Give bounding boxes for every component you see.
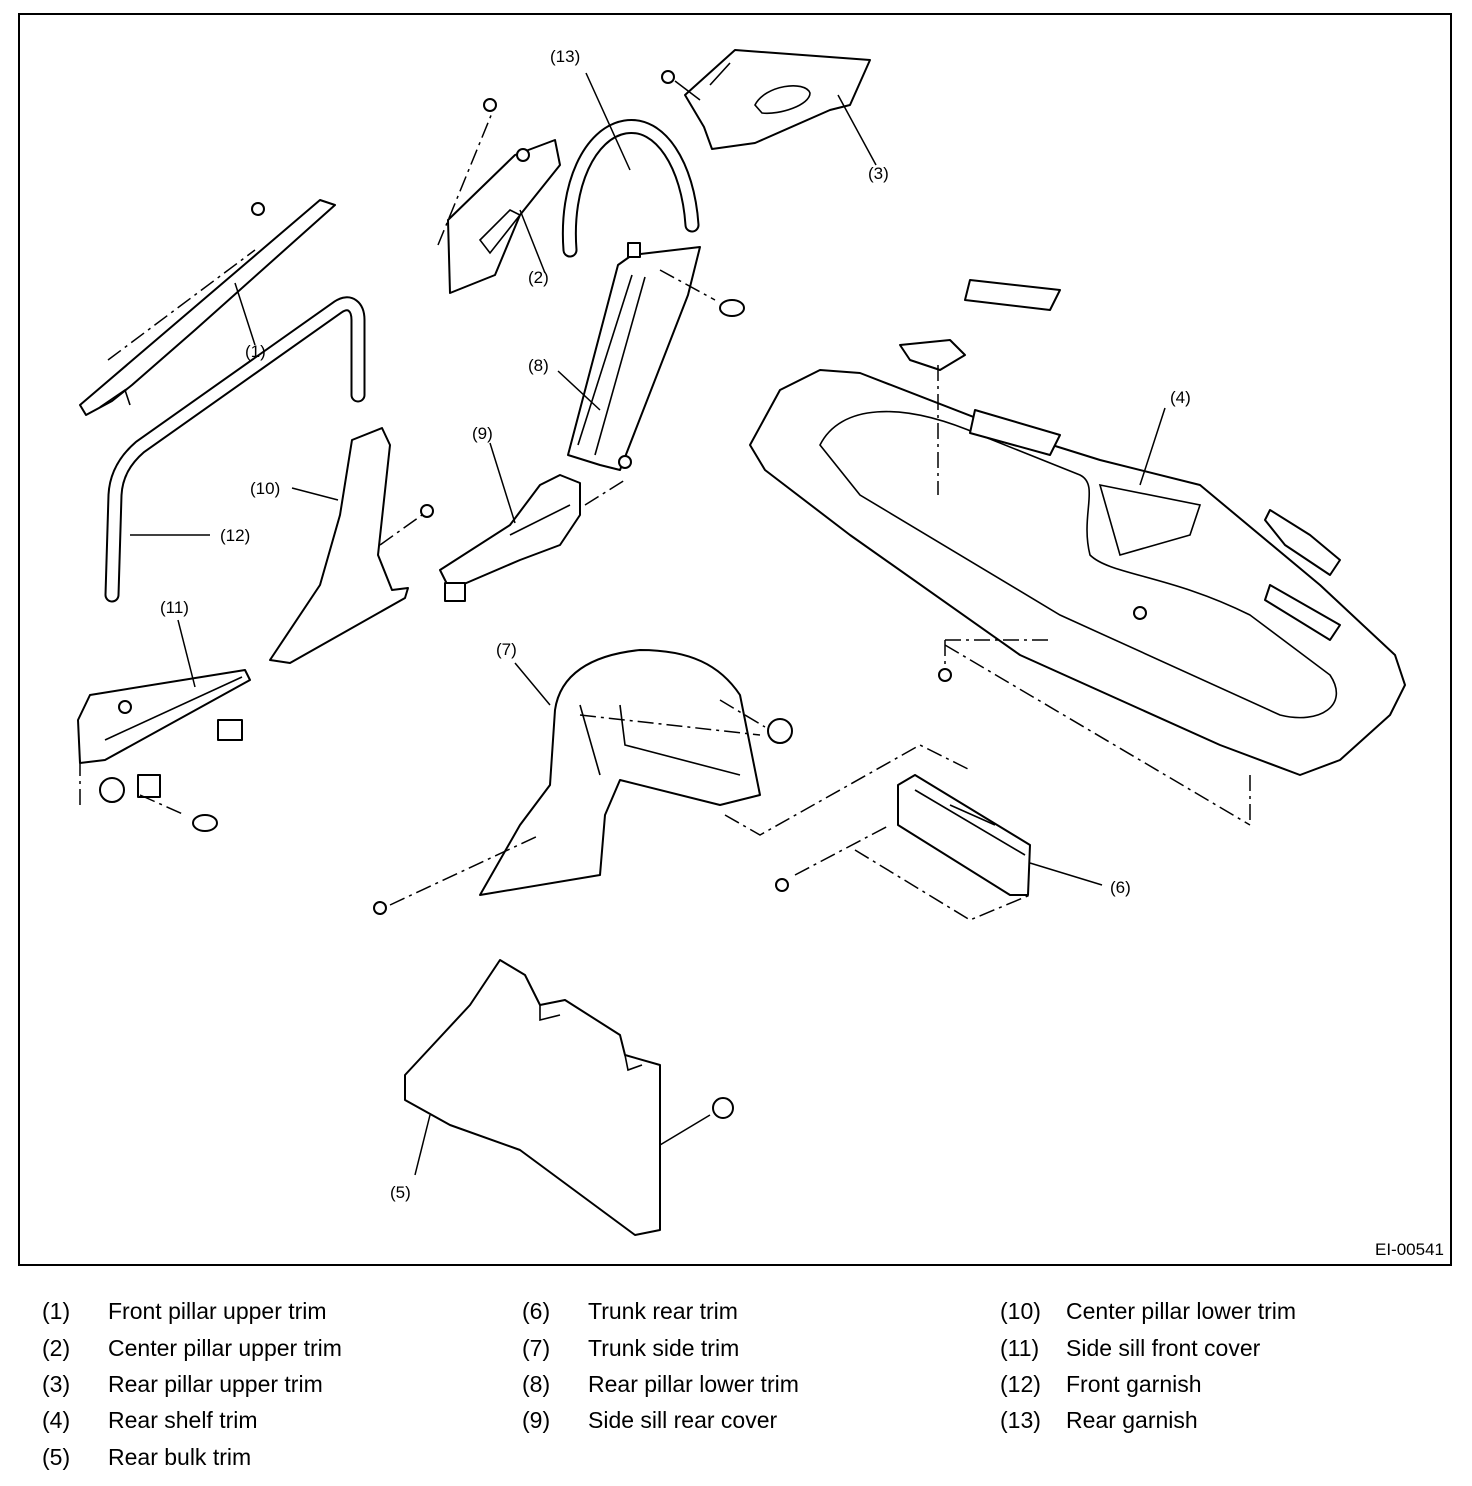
callout-5: (5) — [390, 1183, 411, 1202]
center-pillar-lower-trim-part — [269, 427, 434, 664]
trunk-rear-trim-part — [724, 744, 1031, 921]
legend-number: (8) — [522, 1371, 551, 1397]
callout-11: (11) — [160, 598, 189, 617]
legend-number: (7) — [522, 1335, 551, 1361]
legend-number: (13) — [1000, 1407, 1041, 1433]
legend-number: (5) — [42, 1444, 71, 1470]
legend-number: (1) — [42, 1298, 71, 1324]
legend-label: Side sill front cover — [1066, 1335, 1261, 1361]
figure-id: EI-00541 — [1375, 1240, 1444, 1259]
legend-label: Front pillar upper trim — [108, 1298, 327, 1324]
legend-number: (3) — [42, 1371, 71, 1397]
callout-3: (3) — [868, 164, 889, 183]
diagram-canvas: (13) (3) (2) (1) (8) (4) (9) (10) (12) (… — [77, 47, 1406, 1236]
legend-label: Trunk rear trim — [588, 1298, 738, 1324]
rear-garnish-part — [561, 119, 700, 258]
front-pillar-upper-trim-part — [79, 199, 336, 416]
side-sill-rear-cover-part — [439, 455, 632, 602]
leader-1 — [234, 282, 256, 346]
legend-number: (12) — [1000, 1371, 1041, 1397]
rear-shelf-trim-part — [749, 279, 1406, 826]
legend-number: (6) — [522, 1298, 551, 1324]
callout-13: (13) — [550, 47, 580, 66]
leader-3 — [837, 94, 877, 166]
center-pillar-upper-trim-part — [437, 98, 561, 294]
legend-label: Trunk side trim — [588, 1335, 740, 1361]
legend-number: (2) — [42, 1335, 71, 1361]
legend-label: Rear bulk trim — [108, 1444, 252, 1470]
leader-9 — [489, 442, 516, 524]
legend-label: Side sill rear cover — [588, 1407, 778, 1433]
trunk-side-trim-part — [373, 649, 793, 915]
leader-11 — [177, 619, 196, 688]
exploded-diagram: (13) (3) (2) (1) (8) (4) (9) (10) (12) (… — [18, 13, 1452, 1266]
parts-legend: (1) Front pillar upper trim (2) Center p… — [0, 1290, 1472, 1480]
callout-8: (8) — [528, 356, 549, 375]
callout-4: (4) — [1170, 388, 1191, 407]
leader-10 — [291, 487, 339, 501]
legend-label: Rear pillar lower trim — [588, 1371, 799, 1397]
legend-label: Center pillar lower trim — [1066, 1298, 1297, 1324]
leader-2 — [519, 209, 546, 274]
leader-8 — [557, 370, 601, 411]
legend-number: (4) — [42, 1407, 71, 1433]
legend-label: Rear shelf trim — [108, 1407, 258, 1433]
leader-7 — [514, 662, 551, 706]
legend-label: Rear garnish — [1066, 1407, 1198, 1433]
callout-6: (6) — [1110, 878, 1131, 897]
leader-13 — [585, 72, 631, 171]
rear-pillar-lower-trim-part — [567, 242, 745, 471]
callout-10: (10) — [250, 479, 280, 498]
leader-6 — [1029, 862, 1103, 886]
callout-7: (7) — [496, 640, 517, 659]
leader-4 — [1139, 407, 1166, 486]
legend-number: (10) — [1000, 1298, 1041, 1324]
callout-12: (12) — [220, 526, 250, 545]
legend-number: (11) — [1000, 1335, 1040, 1361]
legend-label: Front garnish — [1066, 1371, 1202, 1397]
legend-number: (9) — [522, 1407, 551, 1433]
leader-5 — [414, 1114, 431, 1176]
callout-2: (2) — [528, 268, 549, 287]
front-garnish-part — [104, 296, 366, 603]
callout-9: (9) — [472, 424, 493, 443]
rear-bulk-trim-part — [404, 959, 734, 1236]
side-sill-front-cover-part — [77, 669, 251, 832]
rear-pillar-upper-trim-part — [661, 49, 871, 150]
callout-1: (1) — [245, 342, 266, 361]
legend-label: Center pillar upper trim — [108, 1335, 342, 1361]
legend-label: Rear pillar upper trim — [108, 1371, 323, 1397]
